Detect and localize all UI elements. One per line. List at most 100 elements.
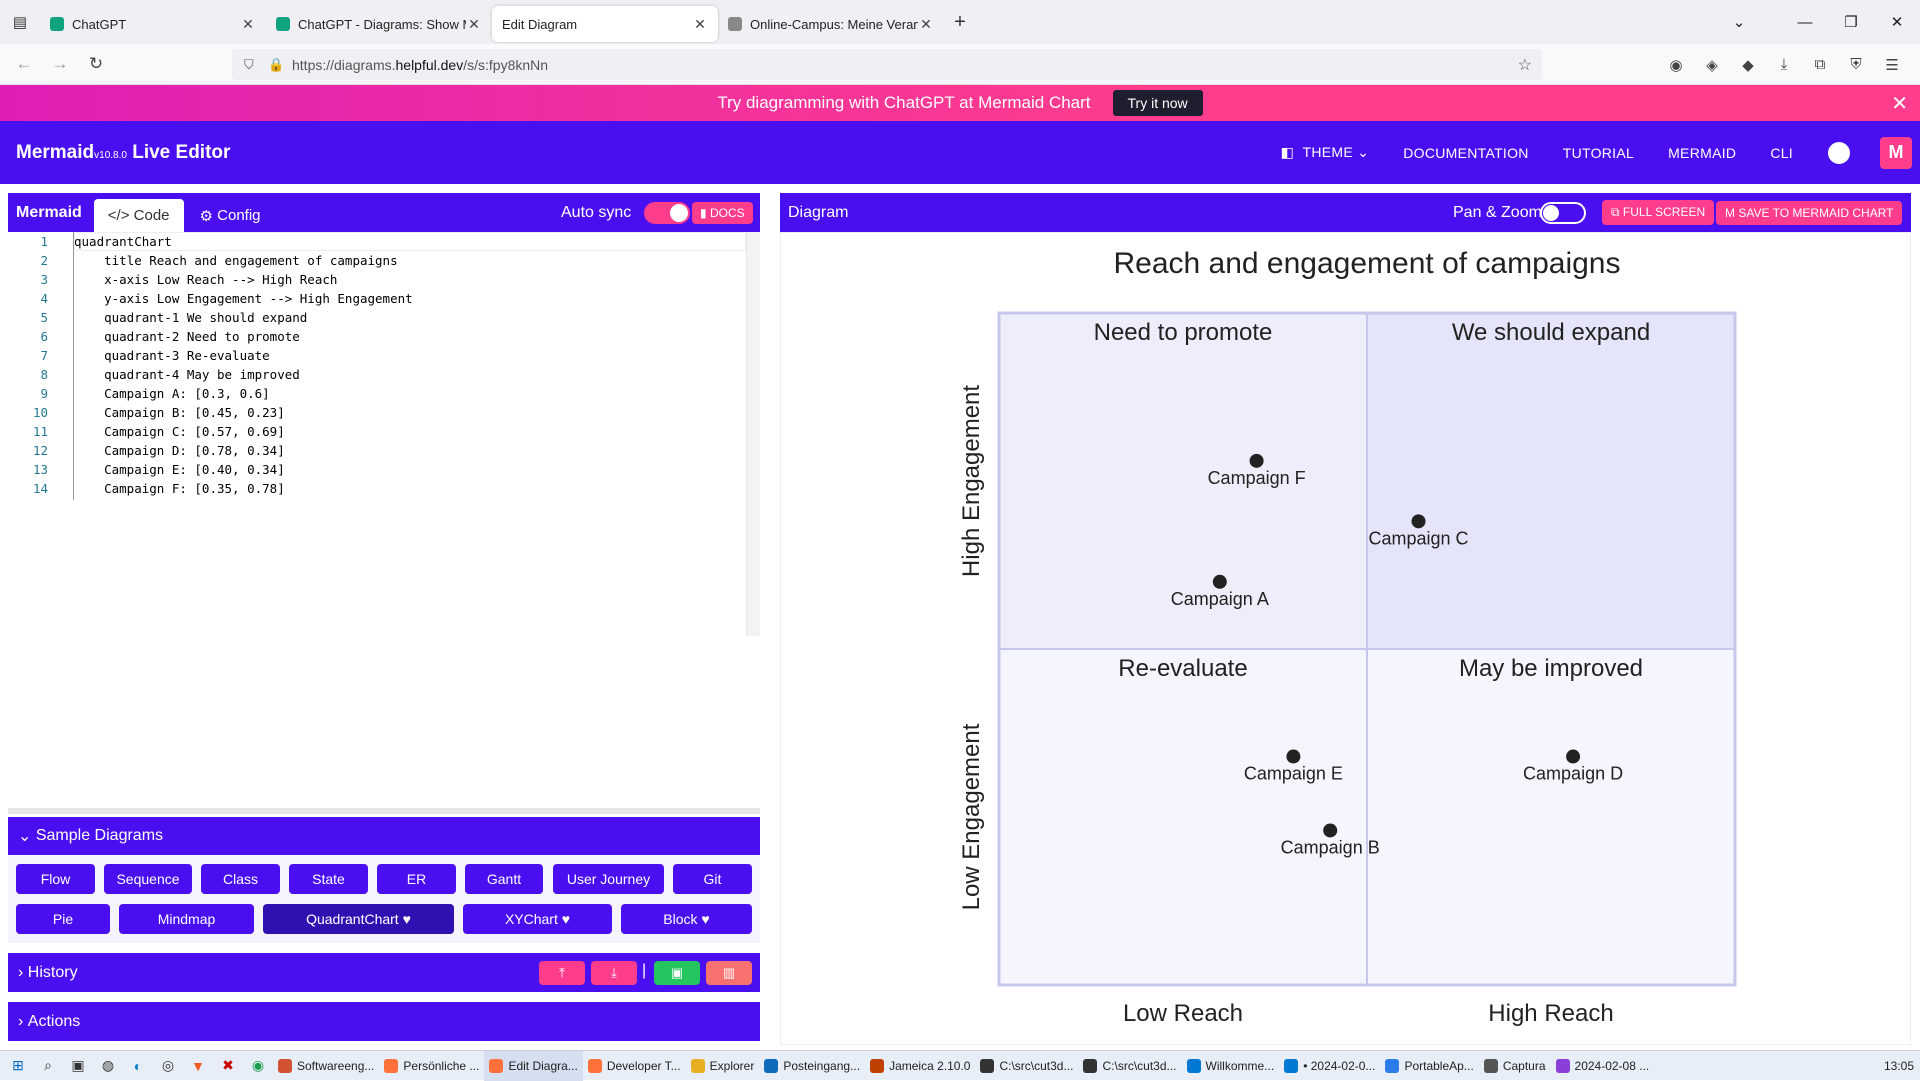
browser-tab-online-campus[interactable]: Online-Campus: Meine Veranst ✕ [718, 6, 944, 42]
taskbar-app[interactable]: Softwareeng... [273, 1051, 379, 1081]
brave-icon[interactable]: ▼ [191, 1057, 205, 1074]
sample-block-button[interactable]: Block ♥ [621, 904, 752, 934]
header-menu: ◧ THEME ⌄ DOCUMENTATION TUTORIAL MERMAID… [1264, 121, 1920, 184]
close-tab-icon[interactable]: ✕ [468, 15, 480, 32]
tab-code[interactable]: </> Code [93, 199, 184, 232]
full-screen-button[interactable]: ⧉ FULL SCREEN [1602, 200, 1715, 225]
taskbar-app[interactable]: Persönliche ... [379, 1051, 484, 1081]
tab-list-icon[interactable]: ▤ [12, 14, 28, 31]
sample-git-button[interactable]: Git [673, 864, 752, 894]
forward-icon[interactable]: → [51, 54, 69, 73]
data-point [1286, 749, 1301, 764]
taskbar-app[interactable]: Explorer [686, 1051, 760, 1081]
brand-name: Mermaid [16, 141, 95, 163]
chevron-right-icon: › [18, 963, 28, 981]
bookmark-star-icon[interactable]: ☆ [1517, 56, 1532, 74]
taskbar-app[interactable]: Jameica 2.10.0 [865, 1051, 975, 1081]
sample-er-button[interactable]: ER [377, 864, 456, 894]
github-icon[interactable] [1828, 141, 1850, 164]
url-bar[interactable]: ⛉ 🔒 https://diagrams.helpful.dev/s/s:fpy… [232, 49, 1542, 80]
tutorial-link[interactable]: TUTORIAL [1562, 144, 1635, 161]
docs-button[interactable]: ▮ DOCS [692, 201, 753, 224]
documentation-link[interactable]: DOCUMENTATION [1403, 144, 1529, 161]
tab-config[interactable]: ⚙ Config [186, 199, 275, 232]
panel-splitter[interactable] [8, 808, 760, 814]
extension-icon[interactable]: ◈ [1706, 56, 1718, 74]
taskbar-app[interactable]: C:\src\cut3d... [1078, 1051, 1181, 1081]
browser-tab-chatgpt[interactable]: ChatGPT ✕ [40, 6, 266, 42]
search-icon[interactable]: ⌕ [44, 1057, 52, 1073]
restore-icon[interactable]: ❐ [1844, 14, 1858, 31]
minimize-icon[interactable]: — [1797, 13, 1813, 31]
history-header[interactable]: › History ⤒ ⤓ | ▣ ▥ [8, 953, 760, 992]
new-tab-icon[interactable]: + [954, 10, 966, 33]
ublock-icon[interactable]: ⛨ [1850, 56, 1862, 73]
taskbar-app[interactable]: Willkomme... [1182, 1051, 1280, 1081]
back-icon[interactable]: ← [15, 54, 33, 73]
sample-state-button[interactable]: State [289, 864, 368, 894]
reload-icon[interactable]: ↻ [88, 54, 104, 73]
sample-quadrantchart-button[interactable]: QuadrantChart ♥ [263, 904, 454, 934]
tab-overflow-chevron-icon[interactable]: ⌄ [1732, 14, 1746, 31]
task-view-icon[interactable]: ▣ [71, 1057, 85, 1073]
sample-mindmap-button[interactable]: Mindmap [119, 904, 254, 934]
clock: 13:05 [1883, 1058, 1914, 1073]
download-icon[interactable]: ⤓ [591, 961, 637, 985]
close-window-icon[interactable]: ✕ [1890, 14, 1904, 31]
pinned-app-icon[interactable]: ◎ [161, 1057, 175, 1073]
browser-tab-edit-diagram[interactable]: Edit Diagram ✕ [492, 6, 718, 42]
windows-start-icon[interactable]: ⊞ [12, 1057, 24, 1073]
sample-diagrams-header[interactable]: ⌄ Sample Diagrams [8, 817, 760, 855]
panzoom-toggle[interactable] [1540, 201, 1586, 224]
taskbar-app[interactable]: • 2024-02-0... [1279, 1051, 1380, 1081]
data-point-label: Campaign A [1171, 589, 1269, 609]
extensions-icon[interactable]: ⧉ [1814, 56, 1826, 73]
edge-icon[interactable]: ◐ [133, 1057, 143, 1074]
taskbar-app[interactable]: 2024-02-08 ... [1551, 1051, 1655, 1081]
taskbar-app[interactable]: Developer T... [583, 1051, 686, 1081]
sample-pie-button[interactable]: Pie [16, 904, 110, 934]
close-tab-icon[interactable]: ✕ [694, 15, 706, 32]
save-icon[interactable]: ▣ [654, 961, 700, 985]
sample-user-journey-button[interactable]: User Journey [553, 864, 664, 894]
extension-badge-icon[interactable]: ◆ [1742, 56, 1754, 74]
taskbar-app[interactable]: C:\src\cut3d... [975, 1051, 1078, 1081]
taskbar-app[interactable]: Posteingang... [759, 1051, 865, 1081]
pinned-app-icon[interactable]: ✖ [222, 1057, 234, 1073]
close-tab-icon[interactable]: ✕ [242, 15, 254, 32]
mermaid-link[interactable]: MERMAID [1668, 144, 1737, 161]
theme-menu[interactable]: ◧ THEME ⌄ [1280, 144, 1370, 160]
sample-xychart-button[interactable]: XYChart ♥ [463, 904, 612, 934]
sample-gantt-button[interactable]: Gantt [465, 864, 543, 894]
toggle-knob [1543, 204, 1559, 221]
delete-icon[interactable]: ▥ [706, 961, 752, 985]
autosync-toggle[interactable] [644, 201, 690, 224]
cli-link[interactable]: CLI [1770, 144, 1793, 161]
save-to-mermaid-chart-button[interactable]: M SAVE TO MERMAID CHART [1716, 200, 1903, 225]
editor-scrollbar[interactable] [746, 232, 760, 636]
pinned-app-icon[interactable]: ◍ [101, 1057, 115, 1073]
close-banner-icon[interactable]: ✕ [1891, 93, 1908, 115]
sample-class-button[interactable]: Class [201, 864, 280, 894]
app-menu-icon[interactable]: ☰ [1885, 56, 1899, 74]
close-tab-icon[interactable]: ✕ [920, 15, 932, 32]
actions-header[interactable]: › Actions [8, 1002, 760, 1041]
account-icon[interactable]: ◉ [1669, 56, 1683, 74]
browser-tab-chatgpt-diagrams[interactable]: ChatGPT - Diagrams: Show Me ✕ [266, 6, 492, 42]
app-brand[interactable]: Mermaidv10.8.0 Live Editor [16, 142, 230, 164]
taskbar-app[interactable]: PortableAp... [1380, 1051, 1478, 1081]
code-text: Campaign D: [0.78, 0.34] [74, 443, 285, 458]
try-it-now-button[interactable]: Try it now [1112, 90, 1203, 116]
taskbar-app[interactable]: Captura [1479, 1051, 1551, 1081]
sample-sequence-button[interactable]: Sequence [104, 864, 192, 894]
taskbar-app[interactable]: Edit Diagra... [484, 1050, 583, 1081]
chrome-icon[interactable]: ◉ [251, 1057, 265, 1073]
mermaid-chart-logo-icon[interactable]: M [1880, 136, 1912, 169]
upload-icon[interactable]: ⤒ [539, 961, 585, 985]
download-icon[interactable]: ⤓ [1780, 56, 1788, 73]
app-icon [587, 1058, 602, 1073]
history-title: History [27, 963, 78, 981]
sample-flow-button[interactable]: Flow [16, 864, 95, 894]
